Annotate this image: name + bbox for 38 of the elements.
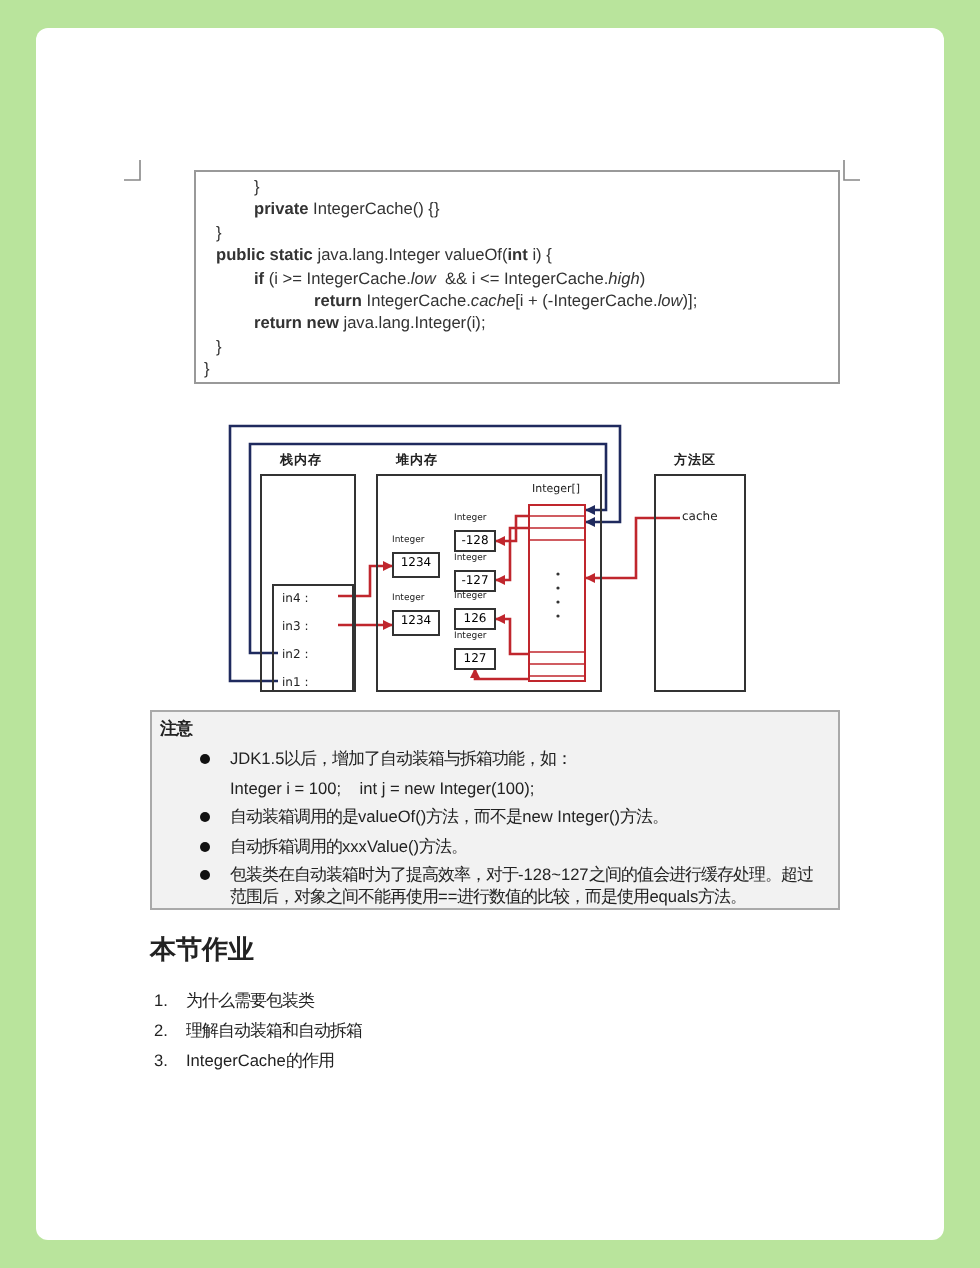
code-line: return new java.lang.Integer(i); <box>254 312 486 335</box>
code-line: public static java.lang.Integer valueOf(int i) { <box>216 244 552 267</box>
code-line: private IntegerCache() {} <box>254 198 440 221</box>
heap-memory-region <box>376 448 602 692</box>
list-number: 1. <box>154 990 168 1010</box>
code-line: } <box>254 176 260 198</box>
arrow <box>338 620 393 630</box>
bullet-text: 自动装箱调用的是valueOf()方法，而不是new Integer()方法。 <box>230 806 671 828</box>
code-example: Integer i = 100; int j = new Integer(100); <box>230 777 537 799</box>
arrow <box>248 442 608 655</box>
arrow <box>495 614 528 656</box>
list-item: IntegerCache的作用 <box>186 1050 334 1072</box>
code-block <box>194 170 840 384</box>
arrow <box>585 516 680 583</box>
arrow <box>470 668 528 681</box>
arrow <box>495 514 528 546</box>
list-number: 3. <box>154 1050 168 1070</box>
bullet-text: 包装类在自动装箱时为了提高效率，对于-128~127之间的值会进行缓存处理。超过范围后，对象之间不能再使用==进行数值的比较，而是使用equals方法。 <box>230 864 815 908</box>
note-box <box>150 710 840 910</box>
code-line: return IntegerCache.cache[i + (-IntegerCache.low)]; <box>314 290 698 312</box>
note-heading: 注意 <box>160 718 192 740</box>
arrow <box>495 526 528 585</box>
code-line: } <box>216 335 222 358</box>
list-item: 为什么需要包装类 <box>186 990 314 1012</box>
homework-heading: 本节作业 <box>150 932 254 968</box>
stack-memory-region <box>260 448 356 692</box>
variable-frame <box>272 584 354 692</box>
list-number: 2. <box>154 1020 168 1040</box>
code-line: } <box>204 358 210 381</box>
method-area-region <box>654 448 746 692</box>
bullet-text: JDK1.5以后，增加了自动装箱与拆箱功能，如： <box>230 748 575 770</box>
bullet-text: 自动拆箱调用的xxxValue()方法。 <box>230 835 470 857</box>
integer-array <box>524 484 586 682</box>
list-item: 理解自动装箱和自动拆箱 <box>186 1020 362 1042</box>
code-line: if (i >= IntegerCache.low && i <= IntegerCache.high) <box>254 267 646 290</box>
arrow <box>228 424 622 683</box>
code-line: } <box>216 221 222 244</box>
arrow <box>338 561 393 598</box>
